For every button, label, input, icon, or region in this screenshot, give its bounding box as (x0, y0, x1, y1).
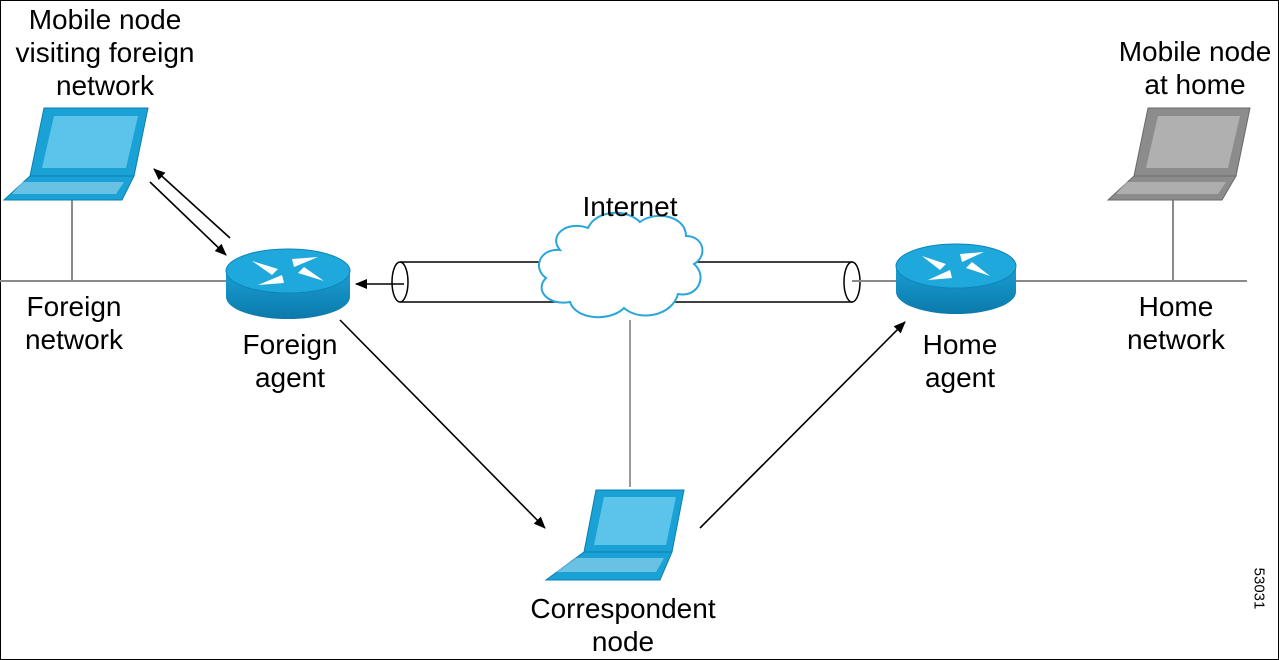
figure-id: 53031 (1250, 567, 1268, 610)
home-agent-label: Home agent (890, 328, 1030, 394)
mobile-foreign-label: Mobile node visiting foreign network (0, 3, 210, 102)
mobile-foreign-line-3: network (55, 70, 155, 101)
laptop-icon (2, 107, 149, 201)
home-agent-line-1: Home (922, 329, 998, 360)
home-network-label: Home network (1106, 290, 1246, 356)
foreign-network-line-1: Foreign (26, 291, 122, 322)
foreign-agent-label: Foreign agent (216, 328, 364, 394)
foreign-agent-line-2: agent (254, 362, 326, 393)
laptop-icon (544, 489, 685, 581)
foreign-network-line-2: network (24, 324, 124, 355)
mobile-foreign-line-1: Mobile node (28, 4, 182, 35)
mobile-foreign-line-2: visiting foreign (15, 37, 195, 68)
correspondent-label: Correspondent node (510, 592, 736, 658)
arrow-fa-to-correspondent (339, 319, 546, 529)
foreign-network-label: Foreign network (0, 290, 148, 356)
arrow-correspondent-to-ha (699, 321, 906, 529)
mobile-home-line-1: Mobile node (1118, 36, 1272, 67)
correspondent-line-2: node (591, 626, 655, 657)
arrow-to-foreign-agent (149, 181, 227, 256)
internet-label: Internet (582, 191, 678, 222)
mobile-home-line-2: at home (1144, 69, 1246, 100)
mobile-home-label: Mobile node at home (1100, 35, 1279, 101)
cloud-icon (538, 211, 704, 319)
arrow-to-mobile (153, 168, 231, 239)
home-agent-line-2: agent (924, 362, 996, 393)
home-network-line-1: Home (1138, 291, 1214, 322)
router-icon (895, 243, 1017, 314)
foreign-agent-line-1: Foreign (242, 329, 338, 360)
tunnel-icon (391, 261, 900, 303)
home-network-line-2: network (1126, 324, 1226, 355)
router-icon (225, 248, 351, 319)
correspondent-line-1: Correspondent (530, 593, 716, 624)
laptop-icon (1106, 107, 1251, 201)
